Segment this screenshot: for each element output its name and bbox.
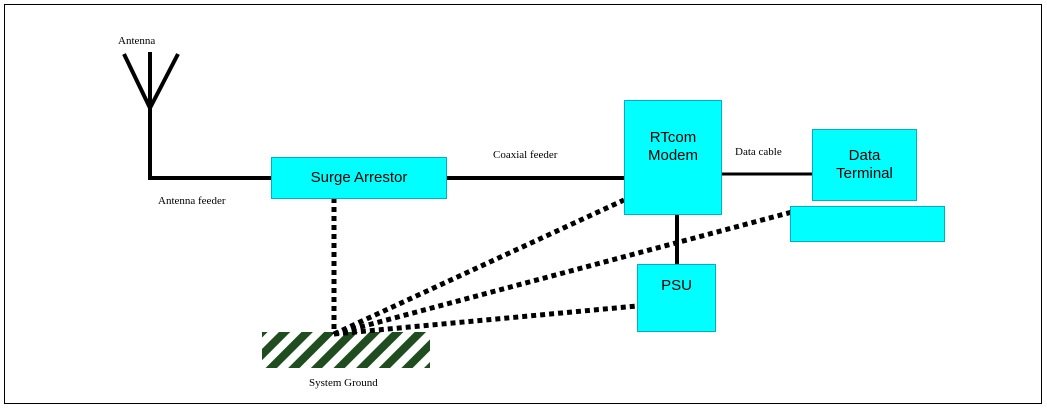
surge-arrestor-box: Surge Arrestor <box>271 157 447 199</box>
system-ground-hatch <box>262 332 430 368</box>
ground-wire-psu <box>333 303 638 337</box>
data-terminal-base-box <box>790 206 945 242</box>
ground-wires <box>331 197 793 337</box>
ground-wire-terminal <box>333 209 793 337</box>
antenna-icon <box>122 52 180 178</box>
data-terminal-box: Data Terminal <box>812 129 917 201</box>
system-ground-label: System Ground <box>309 377 378 389</box>
data-cable-label: Data cable <box>735 146 782 158</box>
coaxial-feeder-label: Coaxial feeder <box>493 149 558 161</box>
antenna-label: Antenna <box>118 35 156 47</box>
antenna-feeder-label: Antenna feeder <box>158 195 226 207</box>
psu-box: PSU <box>637 264 716 332</box>
diagram-frame <box>4 4 1042 404</box>
rtcom-modem-box: RTcom Modem <box>624 100 722 215</box>
